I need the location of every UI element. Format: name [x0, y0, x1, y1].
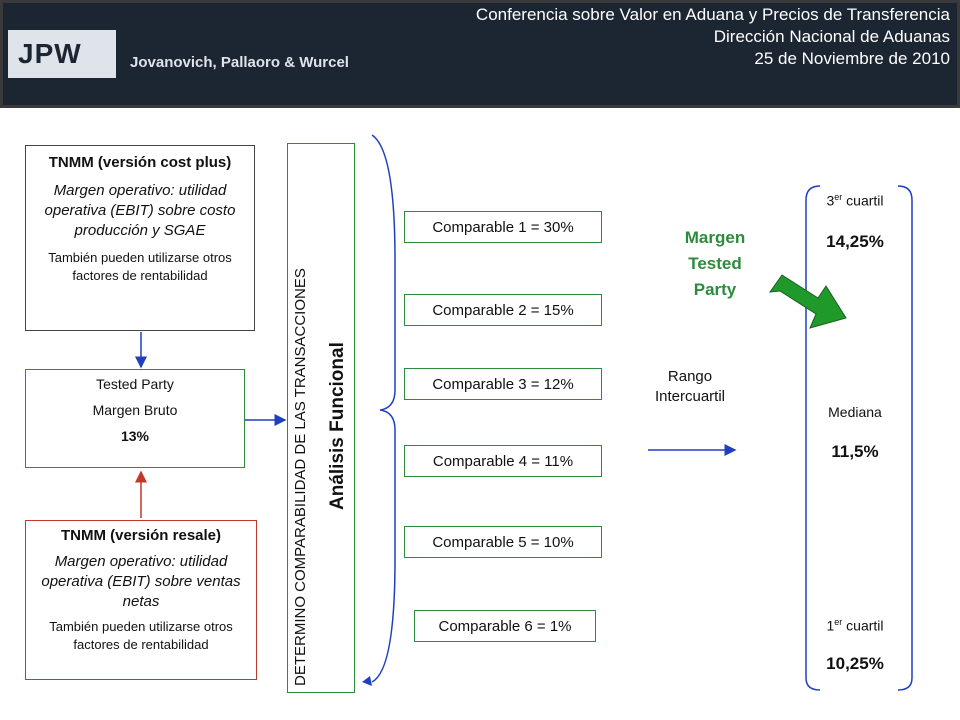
- first-quartile-label: 1er cuartil: [826, 617, 884, 634]
- comparable-3: Comparable 3 = 12%: [404, 368, 602, 400]
- header-line-3: 25 de Noviembre de 2010: [754, 49, 950, 68]
- tnmm-resale-desc: Margen operativo: utilidad operativa (EB…: [41, 553, 241, 610]
- margin-line-3: Party: [693, 280, 737, 299]
- tnmm-cost-plus-box: TNMM (versión cost plus) Margen operativ…: [25, 145, 255, 331]
- header-banner: [0, 0, 960, 108]
- tested-party-metric: Margen Bruto: [92, 402, 178, 418]
- tested-party-value: 13%: [120, 428, 150, 444]
- tnmm-resale-box: TNMM (versión resale) Margen operativo: …: [25, 520, 257, 680]
- logo: JPW: [18, 38, 82, 69]
- brace-tip: [362, 676, 372, 686]
- header-text: Conferencia sobre Valor en Aduana y Prec…: [476, 4, 950, 70]
- median-value: 11,5%: [831, 442, 879, 461]
- tnmm-cost-desc: Margen operativo: utilidad operativa (EB…: [44, 182, 236, 239]
- brace-right: [371, 134, 396, 683]
- firm-name: Jovanovich, Pallaoro & Wurcel: [130, 54, 349, 71]
- logo-block: [8, 30, 116, 78]
- tested-party-title: Tested Party: [96, 376, 174, 392]
- tnmm-cost-note: También pueden utilizarse otros factores…: [48, 250, 232, 283]
- comparability-label: DETERMINO COMPARABILIDAD DE LAS TRANSACC…: [292, 268, 309, 686]
- tnmm-resale-title: TNMM (versión resale): [60, 527, 222, 544]
- tested-party-box: Tested Party Margen Bruto 13%: [25, 369, 245, 468]
- range-line-2: Intercuartil: [654, 388, 726, 405]
- interquartile-range-label: Rango Intercuartil: [630, 367, 750, 407]
- green-arrow: [768, 274, 847, 329]
- margin-line-1: Margen: [684, 228, 746, 247]
- header-line-2: Dirección Nacional de Aduanas: [713, 27, 950, 46]
- third-quartile-label: 3er cuartil: [826, 192, 884, 209]
- margin-tested-party-label: Margen Tested Party: [660, 225, 770, 303]
- median-label: Mediana: [828, 404, 882, 420]
- comparable-2: Comparable 2 = 15%: [404, 294, 602, 326]
- bracket-right: [897, 185, 913, 691]
- bracket-left: [805, 185, 821, 691]
- tnmm-resale-note: También pueden utilizarse otros factores…: [49, 619, 233, 652]
- comparable-5: Comparable 5 = 10%: [404, 526, 602, 558]
- comparable-4: Comparable 4 = 11%: [404, 445, 602, 477]
- comparable-6: Comparable 6 = 1%: [414, 610, 596, 642]
- header-line-1: Conferencia sobre Valor en Aduana y Prec…: [475, 5, 950, 24]
- margin-line-2: Tested: [688, 254, 742, 273]
- third-quartile-value: 14,25%: [826, 232, 884, 251]
- functional-analysis-label: Análisis Funcional: [327, 342, 348, 510]
- range-line-1: Rango: [667, 368, 713, 385]
- comparability-box: [287, 143, 355, 693]
- tnmm-cost-title: TNMM (versión cost plus): [48, 154, 232, 171]
- comparable-1: Comparable 1 = 30%: [404, 211, 602, 243]
- first-quartile-value: 10,25%: [826, 654, 884, 673]
